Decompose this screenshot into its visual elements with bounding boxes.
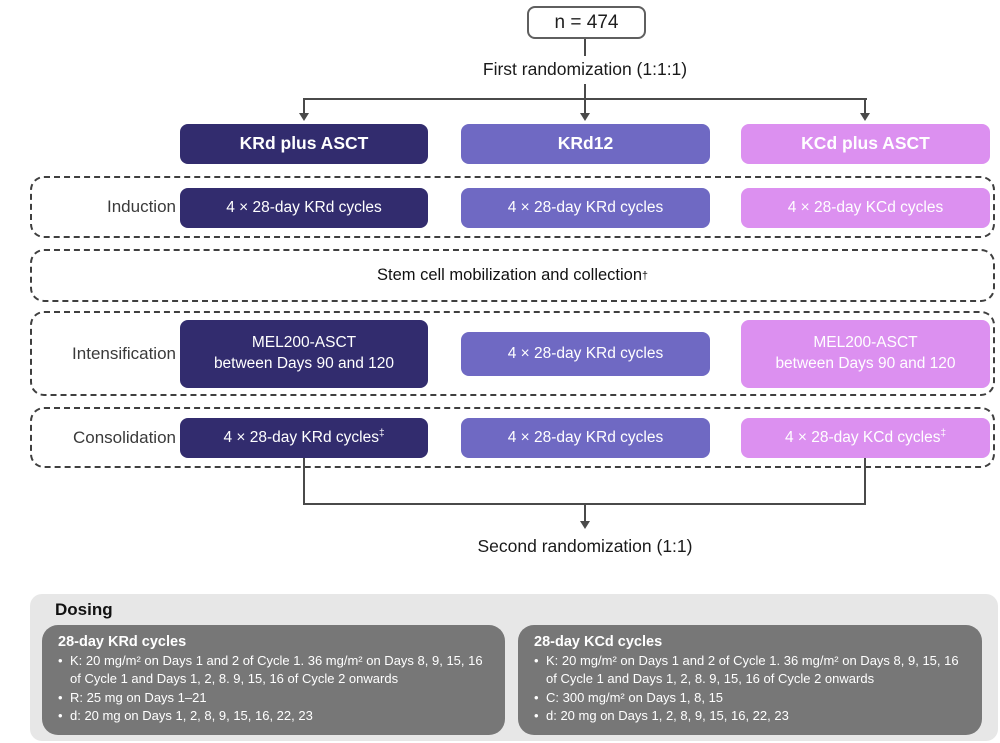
dose-item: • C: 300 mg/m² on Days 1, 8, 15 [534,689,966,707]
phase-cell: MEL200-ASCT between Days 90 and 120 [741,320,990,388]
double-dagger-marker: ‡ [378,427,385,439]
connector-line [584,100,586,114]
dose-item: • d: 20 mg on Days 1, 2, 8, 9, 15, 16, 2… [534,707,966,725]
enrollment-box: n = 474 [527,6,646,39]
phase-row-consolidation: Consolidation 4 × 28-day KRd cycles‡ 4 ×… [30,407,995,468]
stem-cell-label: Stem cell mobilization and collection [376,266,643,284]
phase-cell: 4 × 28-day KCd cycles [741,188,990,228]
arrow-down-icon [860,113,870,121]
bullet-icon: • [58,689,63,705]
bullet-icon: • [534,708,539,724]
dose-item: • R: 25 mg on Days 1–21 [58,689,489,707]
arrow-down-icon [299,113,309,121]
connector-line [303,458,305,505]
first-randomization-label: First randomization (1:1:1) [482,59,688,79]
connector-line [864,458,866,505]
dagger-marker: † [642,269,649,282]
phase-cell: 4 × 28-day KCd cycles‡ [741,418,990,458]
merge-line [303,503,866,505]
dosing-card-krd: 28-day KRd cycles • K: 20 mg/m² on Days … [42,625,505,735]
dose-item: • d: 20 mg on Days 1, 2, 8, 9, 15, 16, 2… [58,707,489,725]
arrow-down-icon [580,113,590,121]
connector-line [303,100,305,114]
phase-label-induction: Induction [107,197,176,216]
phase-cell: 4 × 28-day KRd cycles [461,188,710,228]
card-title: 28-day KRd cycles [58,634,187,650]
phase-label-intensification: Intensification [72,343,176,363]
card-title: 28-day KCd cycles [534,634,663,650]
arrow-down-icon [580,521,590,529]
phase-cell: 4 × 28-day KRd cycles‡ [180,418,428,458]
phase-cell: MEL200-ASCT between Days 90 and 120 [180,320,428,388]
dosing-title: Dosing [55,600,113,619]
phase-label-consolidation: Consolidation [72,427,176,447]
bullet-icon: • [534,689,539,705]
phase-cell: 4 × 28-day KRd cycles [180,188,428,228]
dose-item: • K: 20 mg/m² on Days 1 and 2 of Cycle 1… [534,652,966,689]
connector-line [584,84,586,100]
bullet-icon: • [58,653,63,668]
bullet-icon: • [58,708,63,724]
dosing-panel: Dosing 28-day KRd cycles • K: 20 mg/m² o… [30,594,998,741]
phase-cell: 4 × 28-day KRd cycles [461,418,710,458]
dose-item: • K: 20 mg/m² on Days 1 and 2 of Cycle 1… [58,652,489,689]
phase-row-intensification: Intensification MEL200-ASCT between Days… [30,311,995,396]
phase-row-stem-cell: Stem cell mobilization and collection† [30,249,995,302]
branch-line [303,98,867,100]
connector-line [584,39,586,56]
stem-cell-text: Stem cell mobilization and collection† [32,251,993,300]
double-dagger-marker: ‡ [940,427,947,439]
arm-header-krd-plus-asct: KRd plus ASCT [180,124,428,164]
bullet-icon: • [534,653,539,668]
connector-line [584,505,586,522]
arm-header-krd12: KRd12 [461,124,710,164]
dosing-card-kcd: 28-day KCd cycles • K: 20 mg/m² on Days … [518,625,982,735]
second-randomization-label: Second randomization (1:1) [477,536,693,556]
connector-line [864,100,866,114]
phase-cell: 4 × 28-day KRd cycles [461,332,710,376]
arm-header-kcd-plus-asct: KCd plus ASCT [741,124,990,164]
phase-row-induction: Induction 4 × 28-day KRd cycles 4 × 28-d… [30,176,995,238]
